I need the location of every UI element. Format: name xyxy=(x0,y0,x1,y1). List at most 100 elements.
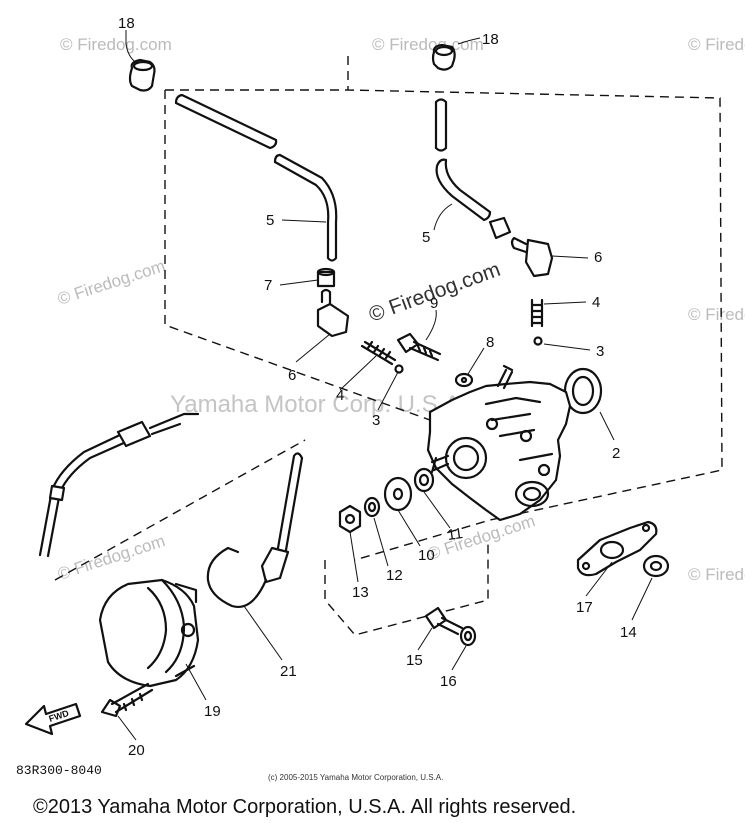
gasket-hole xyxy=(581,561,591,571)
watermark-brand: © Firedog.com xyxy=(60,35,172,54)
seal-inner xyxy=(571,375,595,407)
pump-bore xyxy=(444,436,488,480)
part-labels: 18 18 5 5 7 6 6 4 4 3 3 9 8 2 11 10 12 1… xyxy=(118,15,637,759)
hose-upper xyxy=(174,93,278,150)
washer-outer xyxy=(363,496,381,518)
leader-line xyxy=(543,301,587,305)
part-label-21: 21 xyxy=(280,663,297,680)
pump-nipple xyxy=(496,364,514,390)
leader-line xyxy=(551,255,589,259)
leader-line xyxy=(281,219,327,223)
nut-hole xyxy=(344,513,356,525)
oil-pump-body xyxy=(426,364,572,522)
washer-part-14 xyxy=(642,554,670,578)
leader-line xyxy=(339,355,377,391)
cap-part-18-left xyxy=(128,58,156,92)
watermark-brand: © Firedog.com xyxy=(688,305,745,324)
part-label-20: 20 xyxy=(128,742,145,759)
part-label-4: 4 xyxy=(336,387,344,404)
gear-disc xyxy=(383,476,413,512)
leader-line xyxy=(543,343,591,351)
sensor-boundary xyxy=(54,439,306,581)
watermark-brand-overlay: © Firedog.com xyxy=(366,258,504,327)
hose-lower xyxy=(273,153,338,262)
part-label-5: 5 xyxy=(266,212,274,229)
part-label-9: 9 xyxy=(430,295,438,312)
cap-top xyxy=(132,60,154,72)
ball-part-3-right xyxy=(533,336,543,346)
cable-end-fitting xyxy=(116,420,152,448)
part-label-10: 10 xyxy=(418,547,435,564)
part-label-5: 5 xyxy=(422,229,430,246)
pump-bolt-hole xyxy=(485,417,499,431)
pump-ribs xyxy=(484,396,554,462)
cable-assembly xyxy=(38,412,200,558)
part-label-14: 14 xyxy=(620,624,637,641)
forward-direction-arrow: FWD xyxy=(24,702,82,736)
gasket-part-17 xyxy=(576,520,658,577)
part-label-19: 19 xyxy=(204,703,221,720)
nut-part-13 xyxy=(338,504,362,534)
leader-line xyxy=(117,715,137,741)
arrow-shape xyxy=(24,702,82,736)
watermark-brand: © Firedog.com xyxy=(425,511,537,564)
cap-part-18-right xyxy=(431,43,456,71)
leader-line xyxy=(279,279,319,286)
cover-shell xyxy=(98,578,200,688)
leader-line xyxy=(599,411,615,441)
nut-body xyxy=(338,504,362,534)
leader-line xyxy=(451,645,467,671)
part-label-3: 3 xyxy=(596,343,604,360)
clamp-right xyxy=(488,216,512,240)
fitting-body xyxy=(524,238,554,278)
leader-line xyxy=(433,203,453,231)
part-label-8: 8 xyxy=(486,334,494,351)
bolt-part-9 xyxy=(396,332,442,362)
pump-outlet-port xyxy=(522,486,542,502)
sensor-body xyxy=(260,546,290,584)
clamp-body xyxy=(488,216,512,240)
pump-bolt-hole xyxy=(519,429,533,443)
part-label-18: 18 xyxy=(118,15,135,32)
leader-line xyxy=(243,605,283,661)
cap-top xyxy=(434,45,454,57)
fitting-part-6-right xyxy=(510,236,554,278)
leader-line xyxy=(377,371,399,411)
watermark-corp: Yamaha Motor Corp. U.S.A. xyxy=(170,391,467,418)
clamp-top xyxy=(316,267,336,277)
washer-outer xyxy=(454,372,474,388)
part-label-7: 7 xyxy=(264,277,272,294)
gear-hub xyxy=(392,487,404,501)
washer-outer xyxy=(459,625,477,647)
part-label-16: 16 xyxy=(440,673,457,690)
gasket-port xyxy=(599,540,625,560)
part-label-2: 2 xyxy=(612,445,620,462)
washer-part-11 xyxy=(413,467,435,493)
leader-line xyxy=(467,347,485,375)
part-label-18: 18 xyxy=(482,31,499,48)
leader-line xyxy=(457,37,481,45)
washer-hole xyxy=(649,560,663,572)
cable-ferrule xyxy=(48,484,66,502)
bolt-shank xyxy=(436,616,464,636)
fitting-nipple xyxy=(510,236,528,254)
watermark-brand: © Firedog.com xyxy=(55,256,167,309)
part-label-13: 13 xyxy=(352,584,369,601)
cover-flange xyxy=(174,582,198,678)
leader-line xyxy=(425,309,437,341)
pump-outlet-flange xyxy=(514,480,550,508)
clamp-part-7 xyxy=(316,267,336,288)
sensor-part-21 xyxy=(206,452,304,609)
leader-line xyxy=(373,517,389,567)
part-label-3: 3 xyxy=(372,412,380,429)
cap-body xyxy=(431,43,456,71)
sensor-lead-wire xyxy=(206,546,268,609)
watermark-brand: © Firedog.com xyxy=(688,565,745,584)
leader-lines xyxy=(117,30,653,741)
hose-part-5-left xyxy=(174,93,338,262)
part-label-17: 17 xyxy=(576,599,593,616)
washer-hole xyxy=(463,630,473,642)
part-label-4: 4 xyxy=(592,294,600,311)
spring-coils xyxy=(360,340,397,366)
fitting-nipple xyxy=(320,288,332,306)
